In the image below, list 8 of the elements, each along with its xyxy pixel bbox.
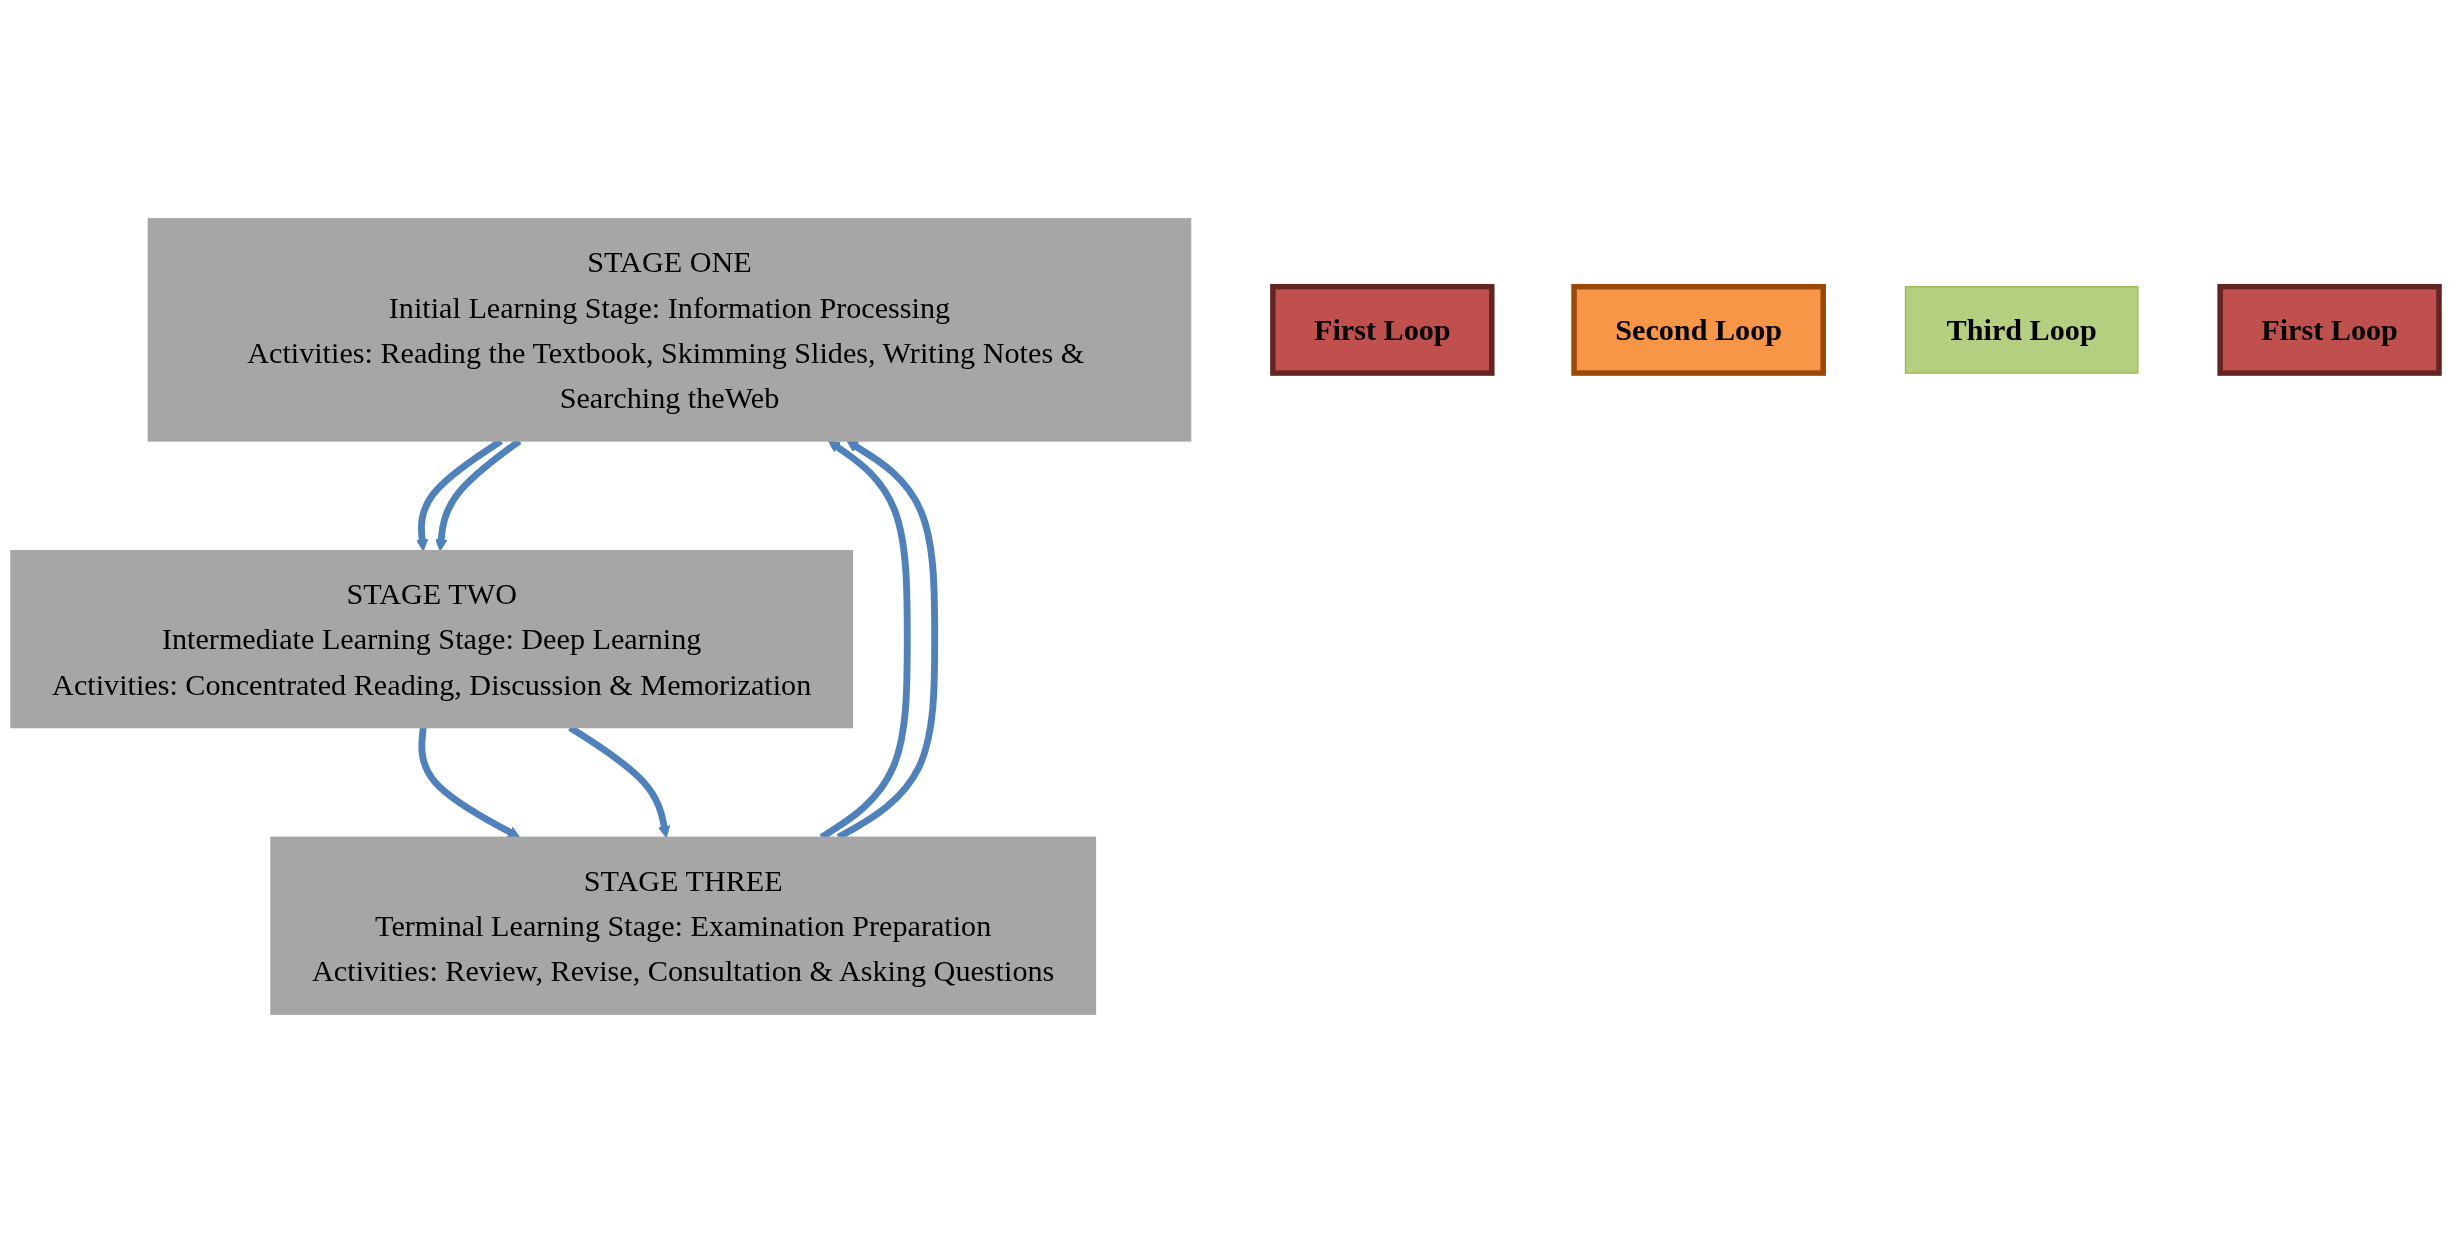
node-box: First Loop xyxy=(1270,283,1495,376)
arrow xyxy=(418,727,521,838)
node-box: STAGE TWO Intermediate Learning Stage: Deep Learning Activities: Concentrated Reading, Discussion & Memorization xyxy=(10,550,854,729)
node-box: Second Loop xyxy=(1571,283,1826,376)
node-box: Third Loop xyxy=(1904,286,2139,374)
node-box: First Loop xyxy=(2217,283,2442,376)
node-box: STAGE ONE Initial Learning Stage: Information Processing Activities: Reading the Textbook, Skimming Slides, Writing Notes & Searching theWeb xyxy=(147,218,1192,442)
node-box: STAGE THREE Terminal Learning Stage: Examination Preparation Activities: Review, Revise, Consultation & Asking Questions xyxy=(270,836,1097,1015)
